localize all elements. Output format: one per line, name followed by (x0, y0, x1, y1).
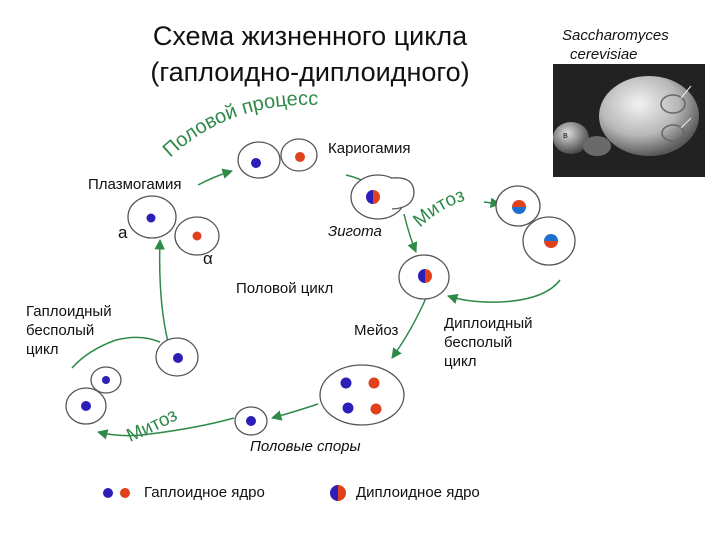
diploid-cycle-line-2: бесполый (444, 334, 513, 351)
arrow-zygote-to-diploid (403, 213, 418, 253)
yeast-micrograph-drawing: в (553, 64, 705, 177)
karyogamy-label: Кариогамия (328, 140, 411, 157)
yeast-micrograph: в (553, 64, 705, 177)
title-line-1: Схема жизненного цикла (152, 21, 468, 51)
diploid-nucleus (512, 200, 526, 214)
mating-type-a-label: a (118, 223, 128, 242)
arrow-haploid-loop (71, 336, 161, 369)
page-title: Схема жизненного цикла (гаплоидно-диплои… (100, 18, 520, 90)
haploid-nucleus (368, 377, 380, 389)
haploid-nucleus (340, 377, 352, 389)
ascus-cell (319, 364, 405, 426)
arrow-meiosis (391, 297, 427, 359)
haploid-nucleus (251, 158, 261, 168)
mitosis-bottom-label: Митоз (124, 405, 181, 447)
diploid-nucleus (418, 269, 432, 283)
haploid-nucleus (146, 213, 156, 223)
haploid-nucleus (246, 416, 256, 426)
diploid-cycle-label: Диплоидный бесполый цикл (444, 314, 533, 371)
diploid-cycle-line-3: цикл (444, 353, 477, 370)
haploid-nucleus (370, 403, 382, 415)
diploid-nucleus (544, 234, 558, 248)
haploid-cycle-line-2: бесполый (26, 322, 95, 339)
legend-haploid-red-dot (120, 488, 130, 498)
arrow-plasmogamy-to-karyogamy (197, 168, 234, 186)
haploid-nucleus (342, 402, 354, 414)
haploid-nucleus (102, 376, 110, 384)
legend-haploid-blue-dot (103, 488, 113, 498)
mating-type-alpha-label: α (203, 249, 213, 268)
photo-mark: в (563, 130, 568, 140)
arrow-up-to-mating (154, 238, 169, 343)
mitosis-top-label: Митоз (409, 185, 467, 231)
arrow-to-spores (270, 403, 319, 421)
spores-label: Половые споры (250, 438, 361, 455)
mitosis-top-text: Митоз (409, 185, 467, 231)
legend-diploid-label: Диплоидное ядро (356, 484, 480, 501)
haploid-nucleus (81, 401, 91, 411)
haploid-cycle-label: Гаплоидный бесполый цикл (26, 302, 112, 359)
diploid-nucleus (366, 190, 380, 204)
photo-caption-line-1: Saccharomyces (562, 27, 669, 44)
title-line-2: (гаплоидно-диплоидного) (150, 57, 470, 87)
zygote-bud (391, 177, 415, 210)
haploid-nucleus (173, 353, 183, 363)
legend-diploid-dot (330, 485, 346, 501)
zygote-label: Зигота (328, 223, 382, 240)
sexual-cycle-label: Половой цикл (236, 280, 334, 297)
diploid-cycle-line-1: Диплоидный (444, 315, 533, 332)
mitosis-bottom-text: Митоз (124, 405, 181, 447)
arrow-diploid-return (446, 279, 561, 304)
photo-caption-line-2: cerevisiae (570, 46, 638, 63)
haploid-cycle-line-3: цикл (26, 341, 59, 358)
haploid-cycle-line-1: Гаплоидный (26, 303, 112, 320)
arrow-mitosis-bottom (96, 417, 235, 440)
plasmogamy-label: Плазмогамия (88, 176, 182, 193)
legend-haploid-label: Гаплоидное ядро (144, 484, 265, 501)
haploid-nucleus (192, 231, 202, 241)
photo-caption: Saccharomyces cerevisiae (562, 26, 669, 64)
meiosis-label: Мейоз (354, 322, 399, 339)
haploid-nucleus (295, 152, 305, 162)
